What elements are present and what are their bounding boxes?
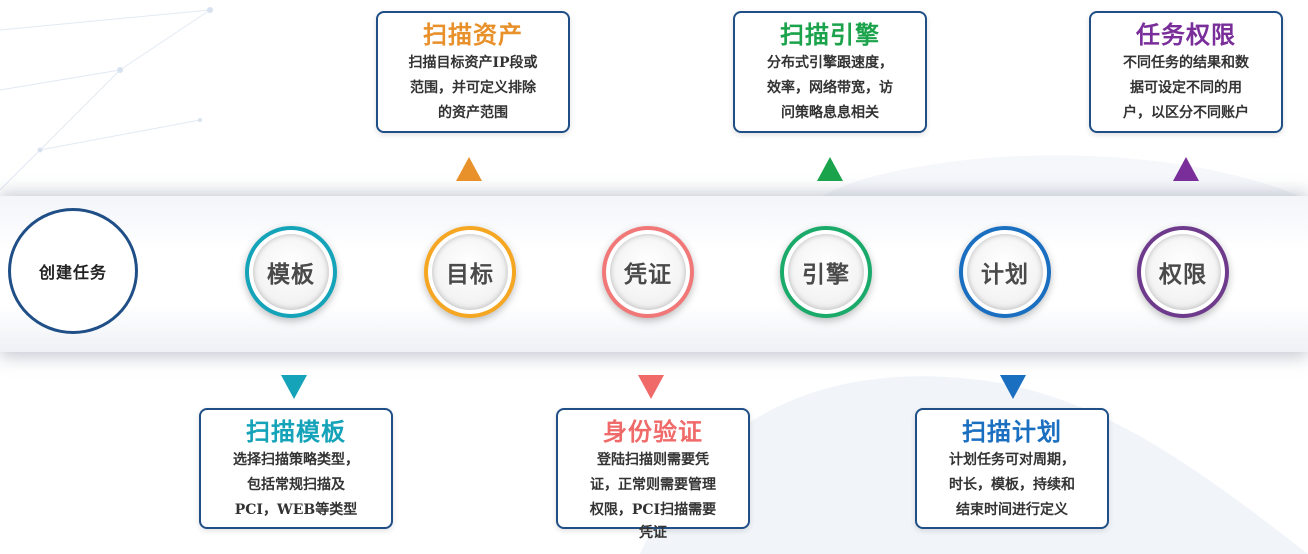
info-box-title: 任务权限 — [1136, 20, 1236, 49]
info-box-line: 登陆扫描则需要凭 — [597, 452, 709, 468]
pointer-down-icon — [281, 375, 307, 399]
step-node-schedule-inner: 计划 — [967, 234, 1043, 310]
step-node-credential-inner: 凭证 — [610, 234, 686, 310]
step-label-credential: 凭证 — [624, 261, 672, 288]
info-box-title: 扫描资产 — [423, 20, 523, 49]
step-node-engine-inner: 引擎 — [788, 234, 864, 310]
info-box-scan-asset: 扫描资产 扫描目标资产IP段或 范围，并可定义排除 的资产范围 — [376, 11, 570, 133]
pointer-up-icon — [456, 157, 482, 181]
info-box-line: 问策略息息相关 — [781, 105, 879, 121]
info-box-line: 权限，PCI扫描需要 — [589, 502, 717, 518]
info-box-line: 不同任务的结果和数 — [1123, 55, 1249, 71]
info-box-title: 扫描计划 — [962, 417, 1062, 446]
info-box-line: 结束时间进行定义 — [956, 502, 1068, 518]
step-node-permission: 权限 — [1137, 226, 1229, 318]
info-box-line: PCI，WEB等类型 — [234, 502, 358, 518]
info-box-line: 选择扫描策略类型， — [233, 452, 359, 468]
step-node-schedule: 计划 — [959, 226, 1051, 318]
info-box-line: 的资产范围 — [438, 105, 508, 121]
step-node-template-inner: 模板 — [253, 234, 329, 310]
info-box-scan-schedule: 扫描计划 计划任务可对周期， 时长，模板，持续和 结束时间进行定义 — [915, 408, 1109, 529]
info-box-line: 据可设定不同的用 — [1130, 80, 1242, 96]
info-box-line: 计划任务可对周期， — [949, 452, 1075, 468]
info-box-line: 扫描目标资产IP段或 — [408, 55, 538, 71]
step-label-permission: 权限 — [1159, 261, 1207, 288]
step-node-engine: 引擎 — [780, 226, 872, 318]
step-node-permission-inner: 权限 — [1145, 234, 1221, 310]
info-box-line: 包括常规扫描及 — [247, 477, 345, 493]
info-box-line: 范围，并可定义排除 — [410, 80, 536, 96]
step-node-credential: 凭证 — [602, 226, 694, 318]
pointer-down-icon — [1000, 375, 1026, 399]
pointer-up-icon — [1173, 157, 1199, 181]
info-box-line: 户，以区分不同账户 — [1123, 105, 1249, 121]
info-box-title: 扫描引擎 — [780, 20, 880, 49]
info-box-authentication: 身份验证 登陆扫描则需要凭 证，正常则需要管理 权限，PCI扫描需要 凭证 — [556, 408, 750, 541]
info-box-line: 分布式引擎跟速度， — [767, 55, 893, 71]
info-box-scan-engine: 扫描引擎 分布式引擎跟速度， 效率，网络带宽，访 问策略息息相关 — [733, 11, 927, 133]
step-label-target: 目标 — [446, 261, 494, 288]
start-label: 创建任务 — [38, 263, 107, 282]
info-box-line: 时长，模板，持续和 — [949, 477, 1075, 493]
start-node: 创建任务 — [8, 208, 138, 334]
info-box-title: 身份验证 — [603, 417, 703, 446]
pointer-down-icon — [638, 375, 664, 399]
info-box-task-permission: 任务权限 不同任务的结果和数 据可设定不同的用 户，以区分不同账户 — [1089, 11, 1283, 133]
step-node-template: 模板 — [245, 226, 337, 318]
info-box-line: 证，正常则需要管理 — [590, 477, 716, 493]
info-box-line: 效率，网络带宽，访 — [767, 80, 893, 96]
pointer-up-icon — [817, 157, 843, 181]
step-label-engine: 引擎 — [802, 261, 850, 288]
info-box-title: 扫描模板 — [246, 417, 346, 446]
step-node-target-inner: 目标 — [432, 234, 508, 310]
step-label-schedule: 计划 — [981, 261, 1029, 288]
step-label-template: 模板 — [267, 261, 315, 288]
info-box-scan-template: 扫描模板 选择扫描策略类型， 包括常规扫描及 PCI，WEB等类型 — [199, 408, 393, 529]
step-node-target: 目标 — [424, 226, 516, 318]
info-box-line: 凭证 — [639, 525, 667, 541]
